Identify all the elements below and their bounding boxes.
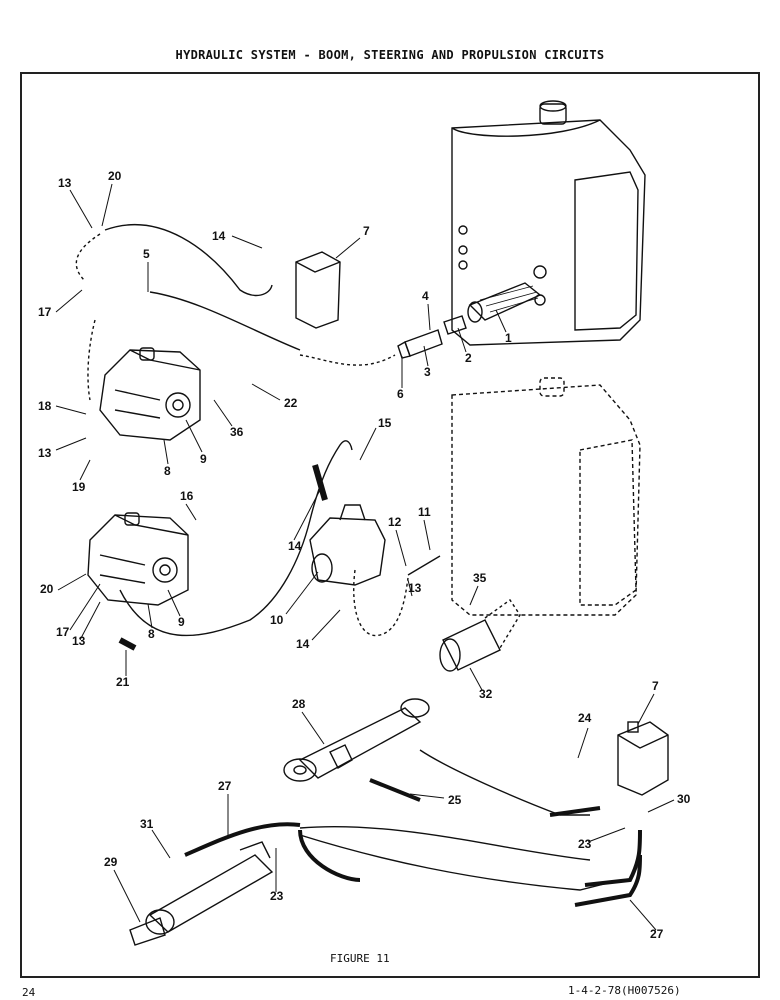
callout-13: 13 [58, 176, 72, 190]
callout-2: 2 [465, 351, 472, 365]
callout-21: 21 [116, 675, 130, 689]
callout-20: 20 [40, 582, 54, 596]
callout-13: 13 [408, 581, 422, 595]
callout-28: 28 [292, 697, 306, 711]
callout-17: 17 [56, 625, 70, 639]
steering-cylinder [129, 841, 274, 946]
callout-18: 18 [38, 399, 52, 413]
callout-14: 14 [296, 637, 310, 651]
document-id: 1-4-2-78(H007526) [568, 984, 681, 997]
callout-5: 5 [143, 247, 150, 261]
callout-14: 14 [288, 539, 302, 553]
suction-strainer [467, 282, 542, 323]
callouts: 13 20 14 7 5 17 4 2 1 3 6 22 18 36 13 8 … [38, 169, 691, 941]
pump-upper [99, 347, 201, 441]
callout-27: 27 [218, 779, 232, 793]
callout-14: 14 [212, 229, 226, 243]
leader-lines [55, 183, 675, 931]
callout-13: 13 [38, 446, 52, 460]
callout-27: 27 [650, 927, 664, 941]
propulsion-motor [309, 504, 386, 586]
callout-9: 9 [178, 615, 185, 629]
callout-22: 22 [284, 396, 298, 410]
pump-lower [87, 512, 189, 606]
callout-1: 1 [505, 331, 512, 345]
callout-35: 35 [473, 571, 487, 585]
steering-valve-upper [295, 251, 341, 329]
return-filter [439, 599, 521, 672]
callout-16: 16 [180, 489, 194, 503]
figure-frame [20, 72, 760, 978]
reservoir-tank-upper [451, 100, 646, 346]
steering-valve-lower [617, 721, 669, 796]
callout-30: 30 [677, 792, 691, 806]
boom-cylinder [283, 698, 430, 782]
suction-fittings [397, 315, 467, 359]
callout-19: 19 [72, 480, 86, 494]
reservoir-tank-lower [451, 377, 641, 616]
callout-15: 15 [378, 416, 392, 430]
callout-8: 8 [164, 464, 171, 478]
callout-12: 12 [388, 515, 402, 529]
callout-20: 20 [108, 169, 122, 183]
callout-36: 36 [230, 425, 244, 439]
page-title: HYDRAULIC SYSTEM - BOOM, STEERING AND PR… [175, 48, 605, 62]
callout-10: 10 [270, 613, 284, 627]
callout-24: 24 [578, 711, 592, 725]
callout-23: 23 [578, 837, 592, 851]
callout-32: 32 [479, 687, 493, 701]
callout-17: 17 [38, 305, 52, 319]
page-number: 24 [22, 986, 36, 999]
callout-4: 4 [422, 289, 429, 303]
callout-7: 7 [652, 679, 659, 693]
callout-13: 13 [72, 634, 86, 648]
figure-caption: FIGURE 11 [330, 952, 390, 965]
callout-23: 23 [270, 889, 284, 903]
callout-6: 6 [397, 387, 404, 401]
callout-31: 31 [140, 817, 154, 831]
callout-25: 25 [448, 793, 462, 807]
callout-7: 7 [363, 224, 370, 238]
callout-3: 3 [424, 365, 431, 379]
callout-9: 9 [200, 452, 207, 466]
callout-11: 11 [418, 505, 431, 519]
callout-29: 29 [104, 855, 118, 869]
callout-8: 8 [148, 627, 155, 641]
